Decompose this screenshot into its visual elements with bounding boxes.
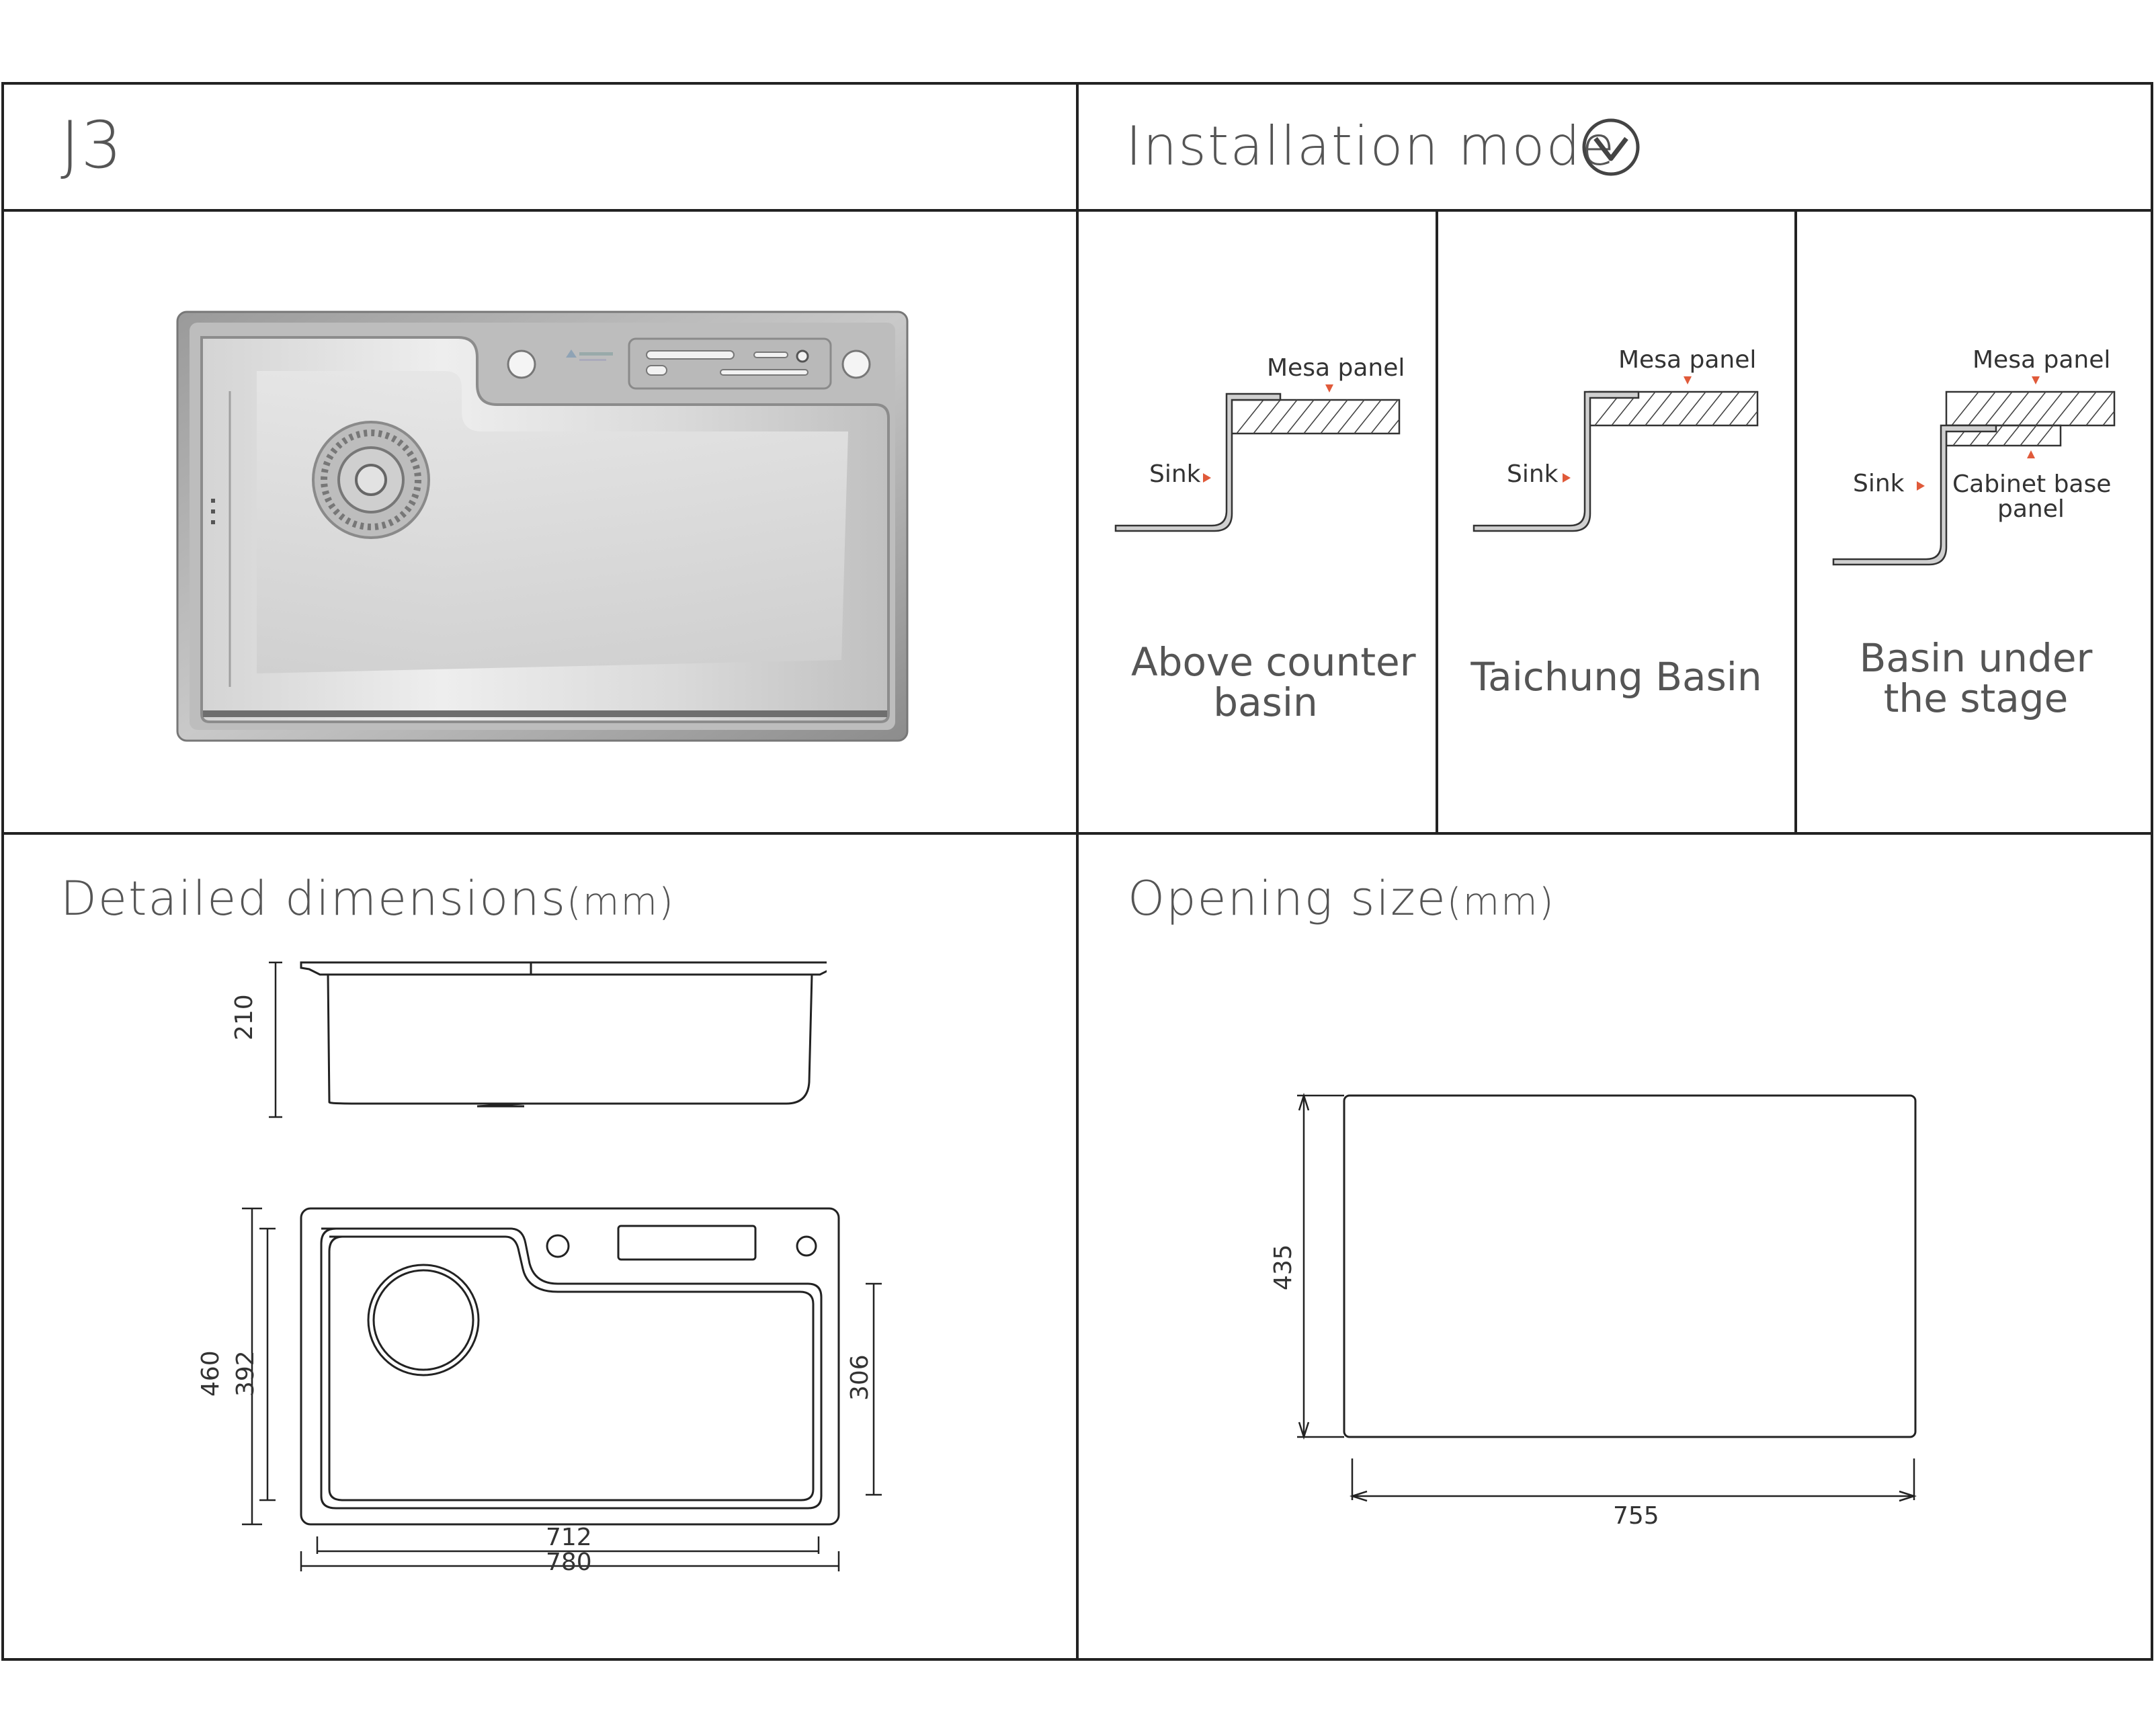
sink-label: Sink bbox=[1507, 460, 1559, 488]
opening-width: 755 bbox=[1613, 1502, 1659, 1530]
mode-name-line2: the stage bbox=[1883, 675, 2069, 721]
side-profile-drawing bbox=[269, 961, 827, 1118]
cabinet-base-label-line2: panel bbox=[1997, 495, 2065, 523]
opening-unit: (mm) bbox=[1446, 880, 1555, 924]
dimension-right-height: 306 bbox=[846, 1354, 874, 1401]
mesa-panel-label: Mesa panel bbox=[1267, 354, 1405, 382]
mode-name-line1: Above counter bbox=[1131, 639, 1416, 685]
dimensions-unit: (mm) bbox=[567, 880, 675, 924]
mode-name-line1: Basin under bbox=[1859, 635, 2093, 681]
mode-name: Taichung Basin bbox=[1470, 654, 1762, 700]
chevron-circle-down-icon bbox=[1582, 118, 1640, 176]
cabinet-base-label-line1: Cabinet base bbox=[1952, 470, 2112, 498]
dimension-outer-height: 460 bbox=[197, 1350, 224, 1397]
install-diagram-above-counter bbox=[1114, 384, 1401, 532]
model-title: J3 bbox=[60, 108, 124, 183]
opening-title-text: Opening size bbox=[1128, 871, 1447, 926]
dimension-depth: 210 bbox=[231, 994, 258, 1040]
mode-name-line2: basin bbox=[1213, 679, 1318, 725]
opening-title: Opening size(mm) bbox=[1128, 875, 1555, 922]
dimensions-title: Detailed dimensions(mm) bbox=[60, 875, 675, 922]
installation-mode-title: Installation mode bbox=[1126, 115, 1616, 177]
install-diagram-under-stage bbox=[1832, 376, 2116, 566]
opening-drawing bbox=[1297, 1092, 1917, 1502]
top-view-drawing bbox=[242, 1207, 882, 1571]
install-diagram-taichung bbox=[1473, 376, 1759, 532]
sink-label: Sink bbox=[1853, 470, 1905, 497]
dimensions-title-text: Detailed dimensions bbox=[60, 871, 567, 926]
opening-height: 435 bbox=[1270, 1244, 1297, 1290]
sink-photo bbox=[176, 311, 909, 742]
sink-label: Sink bbox=[1149, 460, 1201, 488]
mesa-panel-label: Mesa panel bbox=[1973, 346, 2111, 374]
dimension-inner-height: 392 bbox=[232, 1350, 259, 1397]
dimension-inner-width: 712 bbox=[546, 1524, 592, 1551]
dimension-outer-width: 780 bbox=[546, 1549, 592, 1576]
mesa-panel-label: Mesa panel bbox=[1618, 346, 1757, 374]
